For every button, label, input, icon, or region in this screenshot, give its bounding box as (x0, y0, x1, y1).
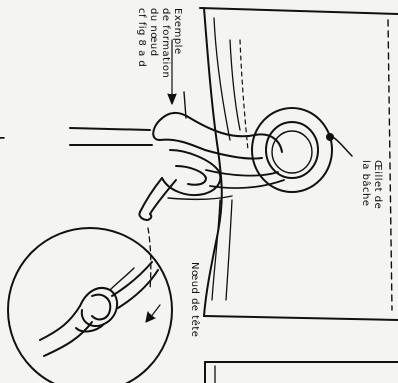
eyelet-label-line2: la bâche (359, 160, 371, 209)
example-label-line3: du nœud (147, 8, 159, 78)
example-label-line1: Exemple (171, 8, 183, 78)
example-label-line2: de formation (159, 8, 171, 78)
margin-mark: ¦ (0, 135, 8, 141)
example-label: Exemple de formation du nœud cf fig 8 a … (135, 8, 183, 78)
eyelet-label: Œillet de la bâche (359, 160, 383, 209)
rope (70, 92, 284, 290)
head-knot-label: Nœud de tête (189, 262, 200, 337)
eyelet (252, 108, 352, 192)
detail-circle (8, 228, 172, 383)
eyelet-label-line1: Œillet de (371, 160, 383, 209)
example-label-line4: cf fig 8 a d (135, 8, 147, 78)
